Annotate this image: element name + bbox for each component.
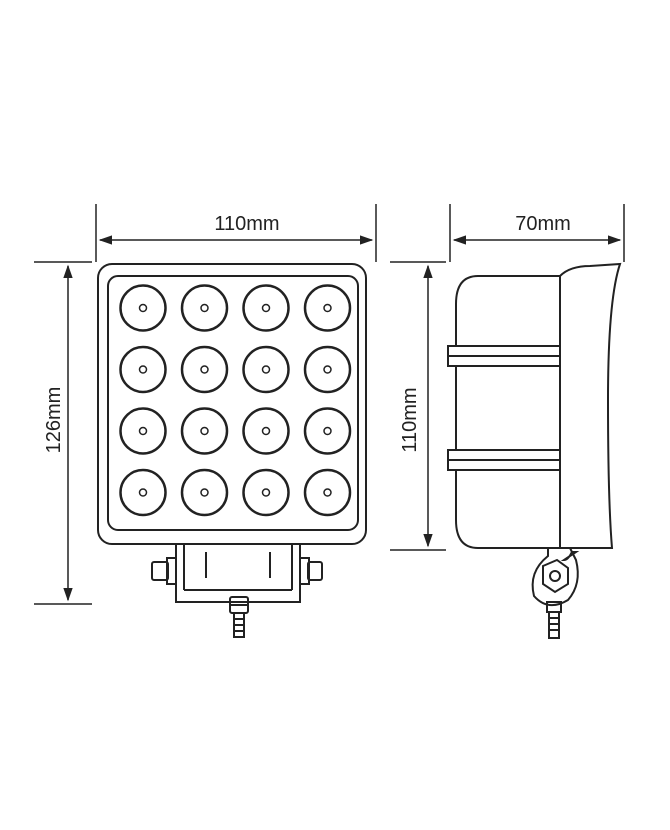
led-reflector bbox=[242, 468, 290, 517]
led-chip bbox=[138, 488, 148, 497]
led-grid bbox=[119, 284, 352, 517]
led-reflector bbox=[303, 345, 352, 394]
led-reflector bbox=[180, 345, 229, 394]
front-lens-frame bbox=[107, 275, 359, 531]
front-height-label: 126mm bbox=[43, 387, 65, 454]
led-reflector bbox=[303, 407, 352, 455]
side-front-bezel bbox=[559, 262, 622, 549]
led-chip bbox=[323, 488, 332, 497]
led-chip bbox=[200, 426, 209, 436]
side-height-label: 110mm bbox=[399, 387, 421, 452]
led-reflector bbox=[180, 468, 229, 517]
led-chip bbox=[200, 303, 209, 313]
led-chip bbox=[261, 426, 271, 436]
led-reflector bbox=[242, 345, 290, 394]
led-chip bbox=[261, 303, 271, 313]
led-reflector bbox=[303, 284, 352, 332]
led-reflector bbox=[119, 284, 167, 332]
led-reflector bbox=[242, 284, 290, 332]
front-bottom-bolt bbox=[229, 596, 249, 638]
led-chip bbox=[200, 488, 209, 497]
dimension-lines bbox=[34, 204, 625, 605]
led-chip bbox=[138, 365, 148, 374]
led-reflector bbox=[242, 407, 290, 455]
depth-label: 70mm bbox=[515, 213, 571, 235]
side-view bbox=[447, 262, 622, 639]
led-reflector bbox=[119, 345, 167, 394]
led-reflector bbox=[119, 407, 167, 455]
led-reflector bbox=[303, 468, 352, 517]
led-reflector bbox=[180, 284, 229, 332]
front-view bbox=[97, 263, 367, 638]
led-chip bbox=[261, 488, 271, 497]
side-mounting-nut bbox=[531, 547, 579, 607]
led-chip bbox=[323, 303, 332, 313]
led-chip bbox=[138, 426, 148, 436]
led-chip bbox=[323, 426, 332, 436]
led-reflector bbox=[119, 468, 167, 517]
led-chip bbox=[138, 303, 148, 313]
led-chip bbox=[200, 365, 209, 374]
side-rear-body bbox=[455, 275, 561, 549]
front-mounting-bracket bbox=[151, 543, 323, 603]
led-chip bbox=[323, 365, 332, 374]
width-label: 110mm bbox=[214, 213, 279, 235]
led-chip bbox=[261, 365, 271, 374]
side-bottom-bolt bbox=[546, 601, 562, 639]
led-reflector bbox=[180, 407, 229, 455]
